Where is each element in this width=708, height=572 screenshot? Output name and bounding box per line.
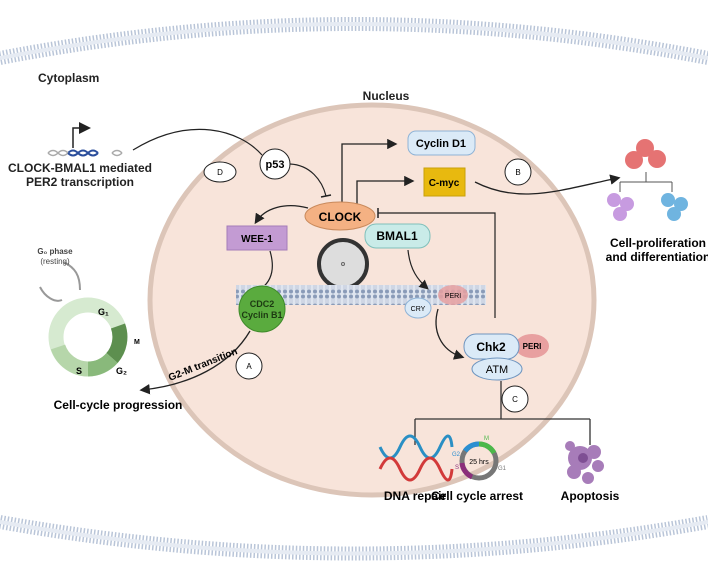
arrest-g1-label: G1 — [498, 466, 507, 472]
proliferating-cells-icon — [607, 139, 688, 221]
cell-cycle-ring-icon — [48, 297, 128, 377]
pathway-c-label: C — [512, 395, 518, 404]
dna-helix-icon — [378, 434, 454, 482]
pathway-d-circle — [203, 161, 237, 183]
chk2-inhibits-clock — [378, 212, 496, 318]
pathway-a-circle — [235, 352, 263, 380]
chk2-label: Chk2 — [476, 340, 506, 354]
arrest-s-label: S — [455, 465, 459, 471]
g2-label: G₂ — [116, 366, 127, 376]
peri-chk2-node — [515, 334, 549, 358]
pathway-d-label: D — [217, 168, 223, 177]
peri-membrane-node — [438, 285, 468, 305]
cell-cycle-arrest-label: Cell cycle arrest — [431, 489, 523, 503]
g1-label: G₁ — [98, 307, 109, 317]
wee1-node — [226, 225, 288, 251]
bmal1-to-cry-arrow — [407, 249, 429, 290]
clock-to-wee1-arrow — [254, 205, 309, 225]
c-myc-label: C-myc — [429, 178, 460, 189]
transcription-label-2: PER2 transcription — [26, 175, 134, 189]
pathway-b-label: B — [515, 168, 520, 177]
transcription-to-p53-arrow — [132, 128, 263, 156]
s-label: S — [76, 366, 82, 376]
g0-phase-label: G₀ phase — [37, 247, 73, 256]
c-myc-node — [423, 167, 466, 197]
pathway-c-circle — [501, 385, 529, 413]
peri-membrane-label: PERI — [445, 293, 461, 300]
bmal1-label: BMAL1 — [376, 229, 418, 243]
apoptosis-label: Apoptosis — [561, 489, 620, 503]
p53-label: p53 — [266, 159, 285, 171]
arrest-g2-label: G2 — [452, 452, 461, 458]
pathway-b-circle — [504, 158, 532, 186]
cyclin-d1-node — [407, 130, 476, 156]
arrest-hours-label: 25 hrs — [469, 459, 489, 466]
clock-to-c-myc-arrow — [356, 175, 415, 205]
clock-node — [304, 201, 376, 231]
g2-m-transition-arrow — [139, 330, 251, 395]
m-label: M — [134, 339, 140, 346]
c-myc-to-proliferation-arrow — [474, 174, 621, 195]
g0-resting-label: (resting) — [40, 257, 70, 266]
cytoplasm-label: Cytoplasm — [38, 71, 99, 85]
peri-chk2-label: PERI — [523, 342, 542, 351]
cdc2-label: CDC2 — [250, 299, 275, 309]
cry-node — [404, 297, 432, 319]
cdc2-cyclin-b1-node — [238, 285, 286, 333]
atm-node — [471, 357, 523, 381]
cry-label: CRY — [411, 306, 426, 313]
transcription-label-1: CLOCK-BMAL1 mediated — [8, 161, 152, 175]
atm-label: ATM — [486, 364, 508, 376]
atm-outcome-branches — [414, 381, 591, 445]
cell-cycle-progression-label: Cell-cycle progression — [54, 398, 183, 412]
nucleus-label: Nucleus — [363, 89, 410, 103]
arrest-m-label: M — [484, 436, 489, 442]
bmal1-node — [364, 223, 431, 249]
clock-label: CLOCK — [319, 210, 362, 224]
proliferation-label-2: and differentiation — [606, 250, 708, 264]
apoptosis-cell-icon — [565, 441, 604, 484]
cyclin-d1-label: Cyclin D1 — [416, 138, 466, 150]
cyclin-b1-label: Cyclin B1 — [241, 310, 282, 320]
dna-repair-label: DNA repair — [384, 489, 447, 503]
clock-to-cyclin-d1-arrow — [341, 138, 398, 204]
pathway-a-label: A — [246, 362, 252, 371]
clock-face-icon — [317, 238, 369, 290]
g0-arrow-icon — [39, 261, 81, 302]
wee1-label: WEE-1 — [241, 234, 273, 245]
cell-cycle-arrest-icon — [459, 441, 499, 481]
p53-inhibits-clock — [289, 163, 327, 197]
proliferation-label-1: Cell-proliferation — [610, 236, 706, 250]
cry-to-chk2-arrow — [435, 308, 465, 360]
dna-gene-icon — [47, 122, 123, 157]
